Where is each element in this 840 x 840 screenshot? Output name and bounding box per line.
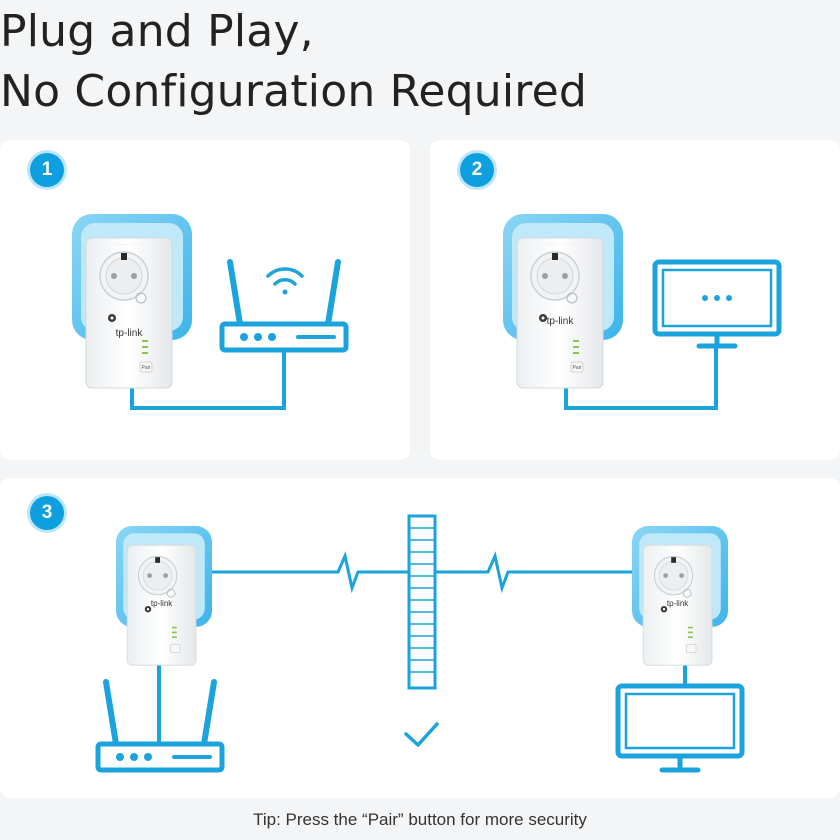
ethernet-cable: [564, 344, 718, 410]
brand-logo: tp-link: [116, 328, 144, 339]
step-1-scene: · · · · · · · · · · · · tp-link Pair: [71, 213, 346, 410]
power-line-right: [436, 551, 636, 594]
tip-text: Tip: Press the “Pair” button for more se…: [253, 810, 587, 829]
svg-text:· · · · · · · · · · · ·: · · · · · · · · · · · ·: [546, 242, 574, 247]
pair-button-label: Pair: [142, 365, 151, 371]
powerline-adapter: tp-link: [631, 525, 729, 666]
monitor-icon: [652, 259, 782, 349]
ethernet-cable: [130, 346, 286, 410]
checkmark-icon: [404, 722, 439, 747]
wall-icon: [407, 514, 437, 690]
wifi-icon: [266, 267, 304, 295]
title-line-2: No Configuration Required: [0, 66, 588, 117]
router-icon: [222, 262, 346, 350]
svg-text:· · · · · · · · · · · ·: · · · · · · · · · · · ·: [115, 242, 143, 247]
brand-logo: tp-link: [667, 599, 689, 608]
powerline-adapter: · · · · · · · · · · · · tp-link Pair: [502, 213, 624, 389]
step-2-badge: 2: [460, 153, 494, 187]
title-line-1: Plug and Play,: [0, 6, 314, 57]
monitor-icon: [618, 686, 742, 770]
step-1-badge: 1: [30, 153, 64, 187]
pair-button-label: Pair: [573, 365, 582, 371]
step-3-scene: tp-link tp-link: [98, 514, 742, 770]
step-3-badge: 3: [30, 496, 64, 530]
powerline-adapter: tp-link: [115, 525, 213, 666]
powerline-adapter: · · · · · · · · · · · · tp-link Pair: [71, 213, 193, 389]
brand-logo: tp-link: [151, 599, 173, 608]
brand-logo: tp-link: [547, 316, 575, 327]
page-title: Plug and Play, No Configuration Required: [0, 2, 587, 122]
step-2-scene: · · · · · · · · · · · · tp-link Pair: [502, 213, 782, 410]
power-line-left: [210, 551, 408, 594]
